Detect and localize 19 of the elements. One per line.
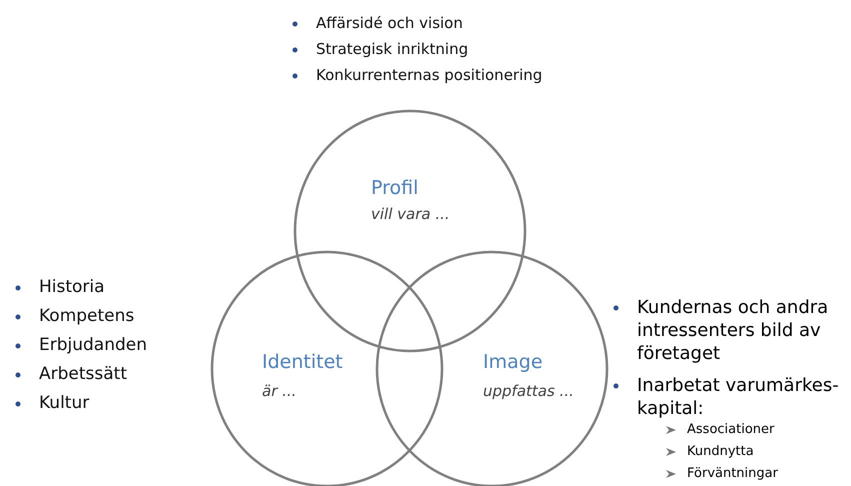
circle-subtitle: vill vara ... [371, 205, 450, 223]
sub-bullet-item: Associationer [687, 421, 776, 438]
circle-title: Profil [371, 177, 418, 199]
circle-subtitle: uppfattas ... [483, 382, 574, 400]
bullet-item: Strategisk inriktning [316, 40, 470, 59]
sub-bullet-item: Förväntningar [687, 465, 779, 482]
bullet-item: Kundernas och andra intressenters bild av företaget [637, 296, 830, 365]
bullet-item: Konkurrenternas positionering [316, 66, 544, 85]
bullet-item: Erbjudanden [39, 335, 148, 356]
circle-title: Identitet [262, 351, 343, 373]
bullet-item: Kompetens [39, 306, 136, 327]
bullet-item: Inarbetat varumärkes-kapital: [637, 374, 840, 420]
sub-bullet-item: Kundnytta [687, 443, 755, 460]
bullet-item: Affärsidé och vision [316, 14, 464, 33]
bullet-item: Historia [39, 277, 106, 298]
circle-title: Image [483, 351, 543, 373]
bullet-item: Arbetssätt [39, 364, 128, 385]
bullet-item: Kultur [39, 393, 90, 414]
circle-subtitle: är ... [262, 382, 296, 400]
